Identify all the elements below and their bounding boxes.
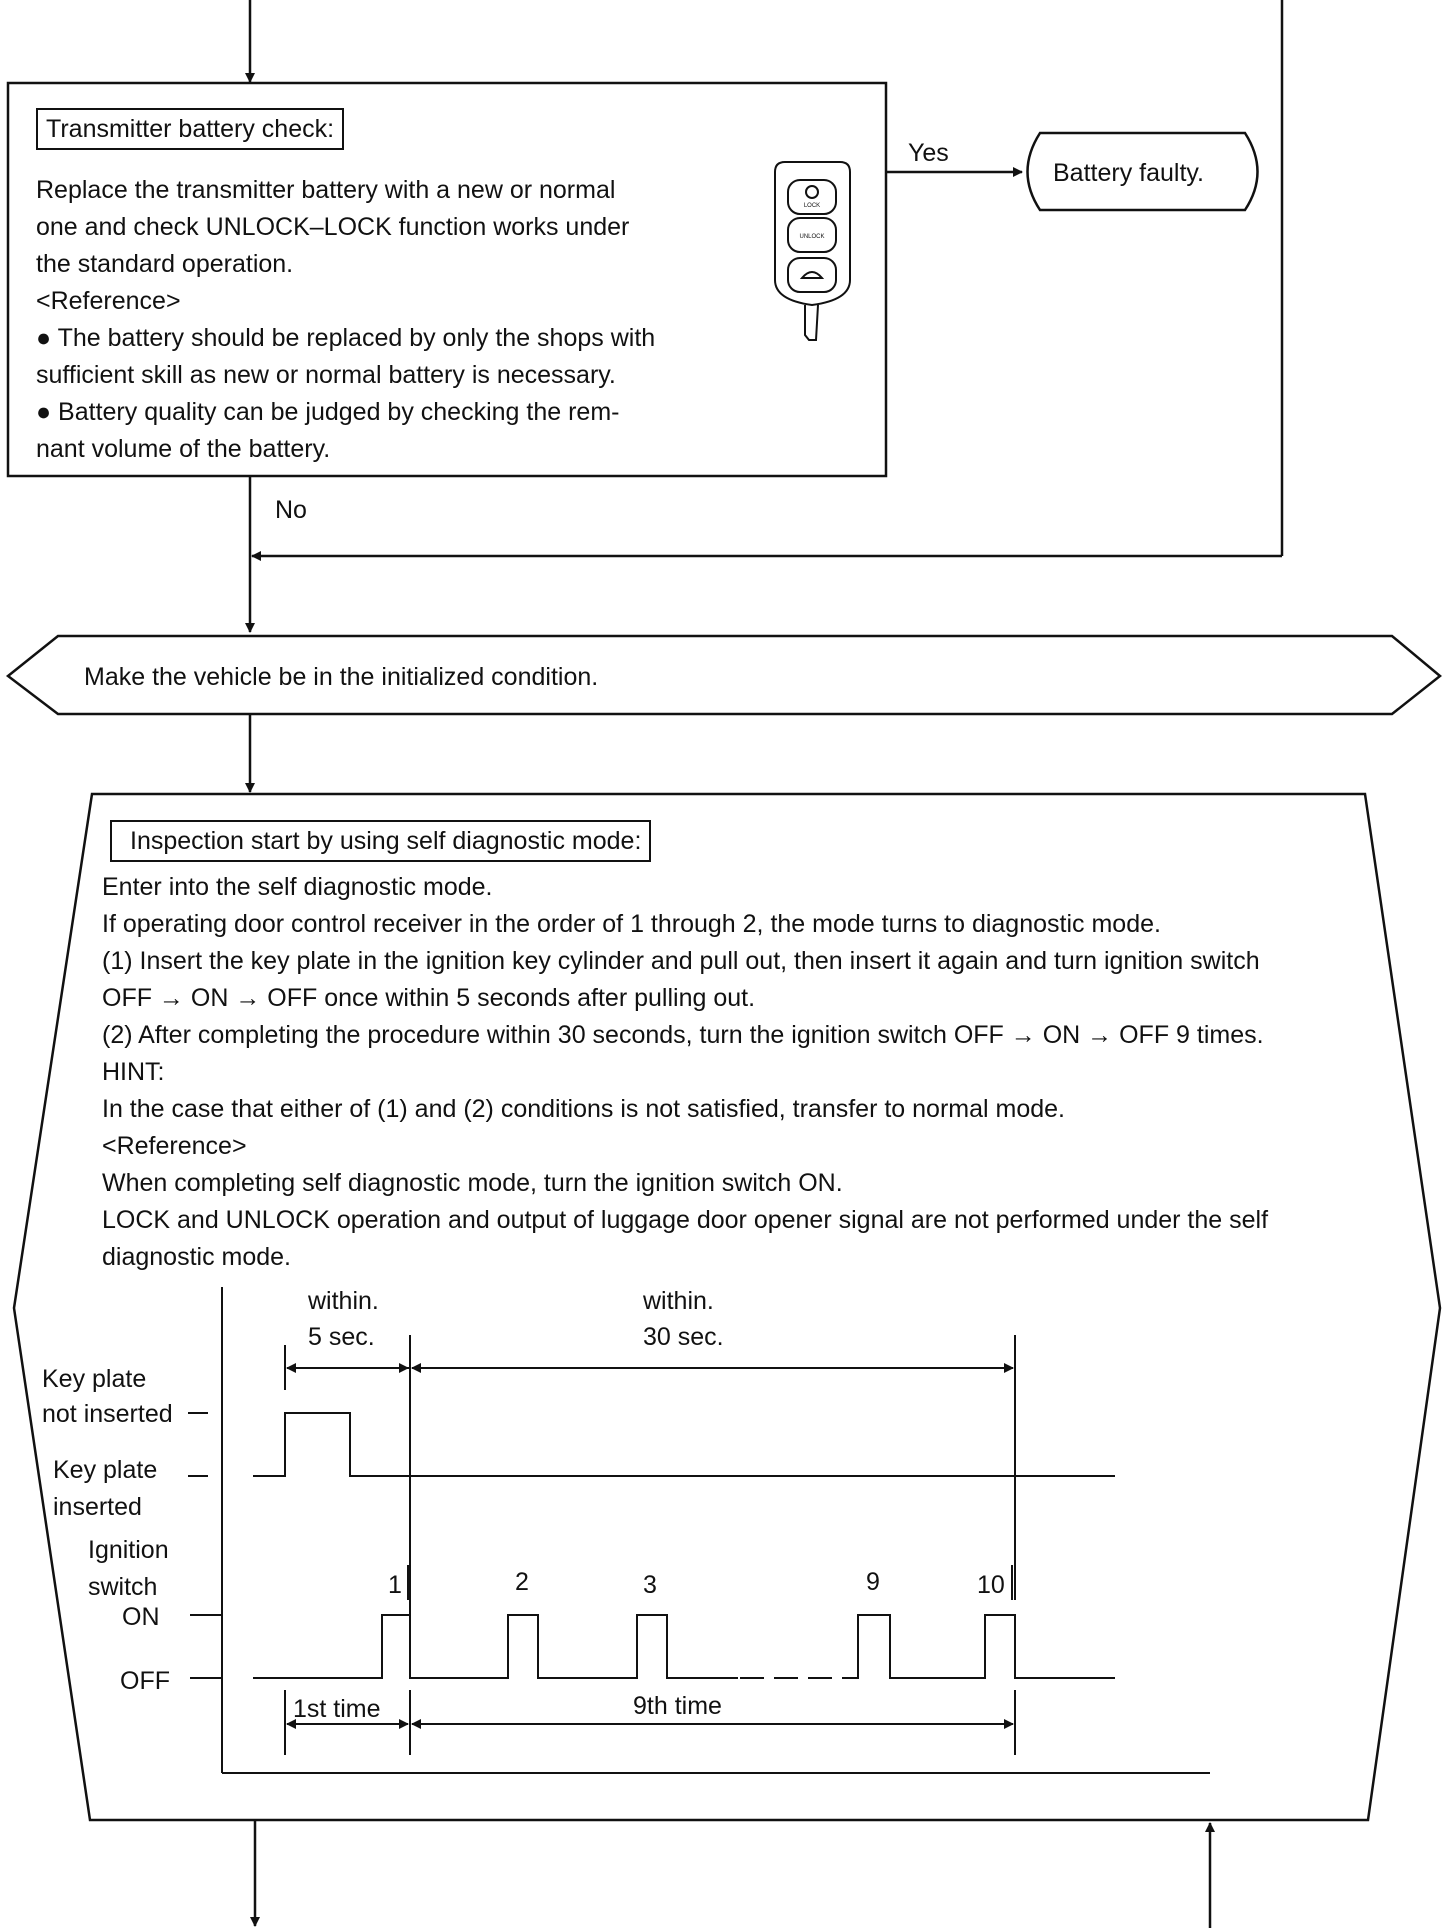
ignition-waveform-b [842, 1614, 1115, 1679]
inspection-line-5: (2) After completing the procedure withi… [102, 1021, 1264, 1049]
branch-no-label: No [275, 496, 307, 524]
key-inserted-label-a: Key plate [53, 1456, 158, 1484]
inspection-box-frame [12, 792, 1442, 1822]
transmitter-line-1: Replace the transmitter battery with a n… [36, 176, 616, 204]
pulse-number-1: 1 [388, 1571, 402, 1599]
ignition-label-b: switch [88, 1573, 158, 1601]
ignition-label-a: Ignition [88, 1536, 169, 1564]
within-30-label-b: 30 sec. [643, 1323, 724, 1351]
branch-yes-label: Yes [908, 139, 949, 167]
condition-text: Make the vehicle be in the initialized c… [84, 663, 599, 691]
battery-faulty-frame [1026, 131, 1259, 212]
within-5-label-a: within. [308, 1287, 379, 1315]
inspection-line-1: Enter into the self diagnostic mode. [102, 873, 493, 901]
key-not-inserted-label-b: not inserted [42, 1400, 173, 1428]
inspection-line-7: In the case that either of (1) and (2) c… [102, 1095, 1065, 1123]
transmitter-line-3: the standard operation. [36, 250, 294, 278]
pulse-number-3: 3 [643, 1571, 657, 1599]
inspection-line-6: HINT: [102, 1058, 165, 1086]
inspection-line-4: OFF → ON → OFF once within 5 seconds aft… [102, 984, 756, 1012]
inspection-line-3: (1) Insert the key plate in the ignition… [102, 947, 1260, 975]
inspection-box-title: Inspection start by using self diagnosti… [110, 820, 652, 862]
within-5-label-b: 5 sec. [308, 1323, 375, 1351]
transmitter-box-frame [6, 81, 888, 478]
off-label: OFF [120, 1667, 170, 1695]
transmitter-line-8: nant volume of the battery. [36, 435, 331, 463]
within-30-label-a: within. [643, 1287, 714, 1315]
pulse-number-10: 10 [977, 1571, 1005, 1599]
inspection-line-9: When completing self diagnostic mode, tu… [102, 1169, 843, 1197]
key-not-inserted-label-a: Key plate [42, 1365, 147, 1393]
remote-key-fob-icon [774, 161, 851, 341]
remote-lock-label: LOCK [804, 203, 820, 209]
inspection-line-2: If operating door control receiver in th… [102, 910, 1161, 938]
ignition-waveform-a [253, 1614, 738, 1679]
inspection-line-11: diagnostic mode. [102, 1243, 292, 1271]
transmitter-line-2: one and check UNLOCK–LOCK function works… [36, 213, 630, 241]
transmitter-line-5: ● The battery should be replaced by only… [36, 324, 656, 352]
inspection-line-10: LOCK and UNLOCK operation and output of … [102, 1206, 1269, 1234]
key-inserted-label-b: inserted [53, 1493, 142, 1521]
transmitter-line-7: ● Battery quality can be judged by check… [36, 398, 620, 426]
on-label: ON [122, 1603, 160, 1631]
transmitter-line-6: sufficient skill as new or normal batter… [36, 361, 616, 389]
condition-box-frame [5, 634, 1442, 716]
battery-faulty-text: Battery faulty. [1053, 159, 1204, 187]
pulse-number-2: 2 [515, 1568, 529, 1596]
transmitter-line-4: <Reference> [36, 287, 181, 315]
transmitter-box-title: Transmitter battery check: [36, 108, 345, 150]
inspection-line-8: <Reference> [102, 1132, 247, 1160]
key-plate-waveform [253, 1412, 1115, 1477]
pulse-number-9: 9 [866, 1568, 880, 1596]
first-time-label: 1st time [293, 1695, 381, 1723]
remote-unlock-label: UNLOCK [799, 234, 824, 240]
ninth-time-label: 9th time [633, 1692, 722, 1720]
